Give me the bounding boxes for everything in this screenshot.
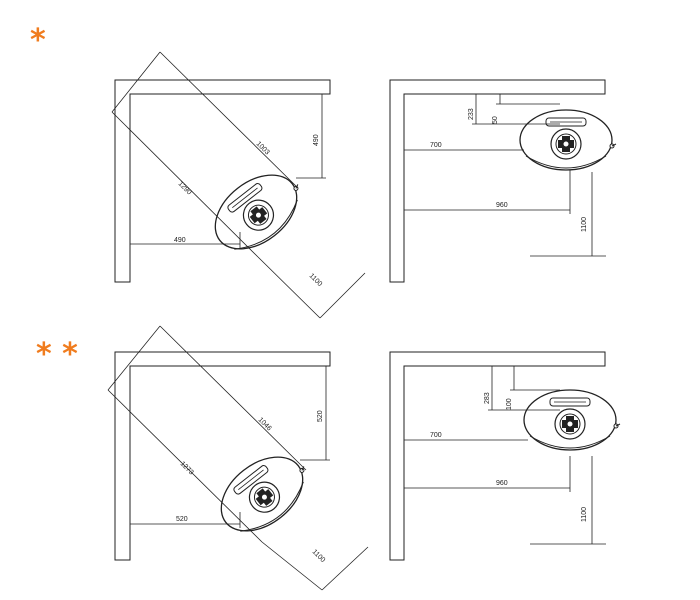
dim-50: 50 <box>492 116 499 124</box>
dim-1290: 1290 <box>177 180 193 196</box>
dim-283: 283 <box>484 392 491 404</box>
diagram-bottom-right: 283 100 700 960 1100 <box>389 351 621 561</box>
dim-1003: 1003 <box>255 140 271 156</box>
dim-490-horizontal: 490 <box>174 237 186 244</box>
dim-700: 700 <box>430 142 442 149</box>
dim-520-vertical: 520 <box>317 410 324 422</box>
dim-1100: 1100 <box>311 548 327 564</box>
dim-520-horizontal: 520 <box>176 516 188 523</box>
dim-1100: 1100 <box>581 217 588 232</box>
marker-double-asterisk: * * <box>36 337 78 372</box>
dim-490-vertical: 490 <box>313 134 320 146</box>
dim-960: 960 <box>496 480 508 487</box>
dim-1046: 1046 <box>257 416 273 432</box>
diagram-top-right: 233 50 700 960 1100 <box>389 79 617 283</box>
marker-single-asterisk: * <box>30 23 46 58</box>
dim-100: 100 <box>506 398 513 410</box>
dim-1273: 1273 <box>179 460 195 476</box>
diagram-bottom-left: 1046 1273 520 520 1100 <box>107 325 369 591</box>
dim-700: 700 <box>430 432 442 439</box>
dim-960: 960 <box>496 202 508 209</box>
dim-233: 233 <box>468 108 475 120</box>
dim-1100: 1100 <box>308 272 324 288</box>
dim-1100: 1100 <box>581 507 588 522</box>
diagram-top-left: 1003 1290 490 490 1100 <box>111 51 366 319</box>
